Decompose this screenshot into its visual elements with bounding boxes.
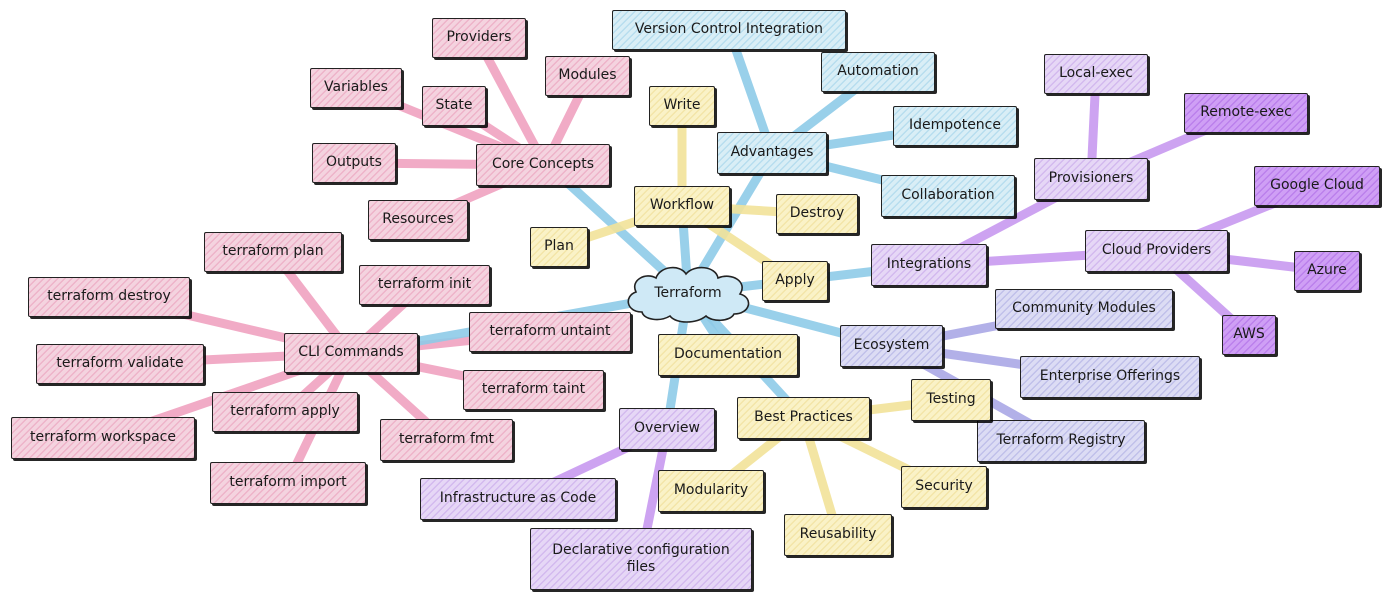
reusability-node[interactable]: Reusability xyxy=(784,514,892,556)
provisioners-node[interactable]: Provisioners xyxy=(1034,158,1148,200)
core-concepts-node[interactable]: Core Concepts xyxy=(476,144,610,186)
declarative-config-node[interactable]: Declarative configuration files xyxy=(530,528,752,590)
cmd-taint-node[interactable]: terraform taint xyxy=(463,370,604,410)
resources-node[interactable]: Resources xyxy=(368,200,468,240)
apply-node[interactable]: Apply xyxy=(762,261,828,301)
collaboration-node[interactable]: Collaboration xyxy=(881,175,1015,217)
infrastructure-as-code-node[interactable]: Infrastructure as Code xyxy=(420,478,616,520)
automation-node[interactable]: Automation xyxy=(821,52,935,92)
cmd-apply-node[interactable]: terraform apply xyxy=(212,392,358,432)
terraform-registry-node[interactable]: Terraform Registry xyxy=(977,420,1145,462)
variables-node[interactable]: Variables xyxy=(310,68,402,108)
cloud-providers-node[interactable]: Cloud Providers xyxy=(1085,230,1228,272)
cmd-fmt-node[interactable]: terraform fmt xyxy=(380,419,513,461)
aws-node[interactable]: AWS xyxy=(1222,315,1276,355)
destroy-node[interactable]: Destroy xyxy=(776,194,858,234)
best-practices-node[interactable]: Best Practices xyxy=(737,397,870,439)
workflow-node[interactable]: Workflow xyxy=(634,186,730,226)
providers-node[interactable]: Providers xyxy=(432,18,526,58)
cmd-validate-node[interactable]: terraform validate xyxy=(36,344,204,384)
testing-node[interactable]: Testing xyxy=(911,379,991,421)
cmd-plan-node[interactable]: terraform plan xyxy=(204,232,342,272)
azure-node[interactable]: Azure xyxy=(1294,251,1360,291)
remote-exec-node[interactable]: Remote-exec xyxy=(1184,93,1308,133)
cmd-destroy-node[interactable]: terraform destroy xyxy=(28,277,190,317)
cmd-init-node[interactable]: terraform init xyxy=(359,265,490,305)
advantages-node[interactable]: Advantages xyxy=(717,132,827,174)
local-exec-node[interactable]: Local-exec xyxy=(1044,54,1148,94)
ecosystem-node[interactable]: Ecosystem xyxy=(840,325,943,367)
write-node[interactable]: Write xyxy=(649,86,715,126)
center-label: Terraform xyxy=(654,285,722,301)
integrations-node[interactable]: Integrations xyxy=(871,244,987,286)
cmd-workspace-node[interactable]: terraform workspace xyxy=(11,417,195,459)
modularity-node[interactable]: Modularity xyxy=(658,470,764,512)
security-node[interactable]: Security xyxy=(901,466,987,508)
central-cloud-shape xyxy=(627,266,750,323)
cmd-import-node[interactable]: terraform import xyxy=(210,462,366,504)
enterprise-offerings-node[interactable]: Enterprise Offerings xyxy=(1020,356,1200,398)
state-node[interactable]: State xyxy=(422,86,486,126)
google-cloud-node[interactable]: Google Cloud xyxy=(1254,166,1380,206)
idempotence-node[interactable]: Idempotence xyxy=(893,106,1017,146)
community-modules-node[interactable]: Community Modules xyxy=(995,289,1173,329)
cmd-untaint-node[interactable]: terraform untaint xyxy=(469,312,631,352)
overview-node[interactable]: Overview xyxy=(619,408,715,450)
documentation-node[interactable]: Documentation xyxy=(658,334,798,376)
version-control-node[interactable]: Version Control Integration xyxy=(612,10,846,50)
outputs-node[interactable]: Outputs xyxy=(312,143,396,183)
plan-node[interactable]: Plan xyxy=(530,227,588,267)
modules-node[interactable]: Modules xyxy=(545,56,630,96)
center-node[interactable]: Terraform xyxy=(620,262,756,324)
cli-commands-node[interactable]: CLI Commands xyxy=(284,333,418,373)
